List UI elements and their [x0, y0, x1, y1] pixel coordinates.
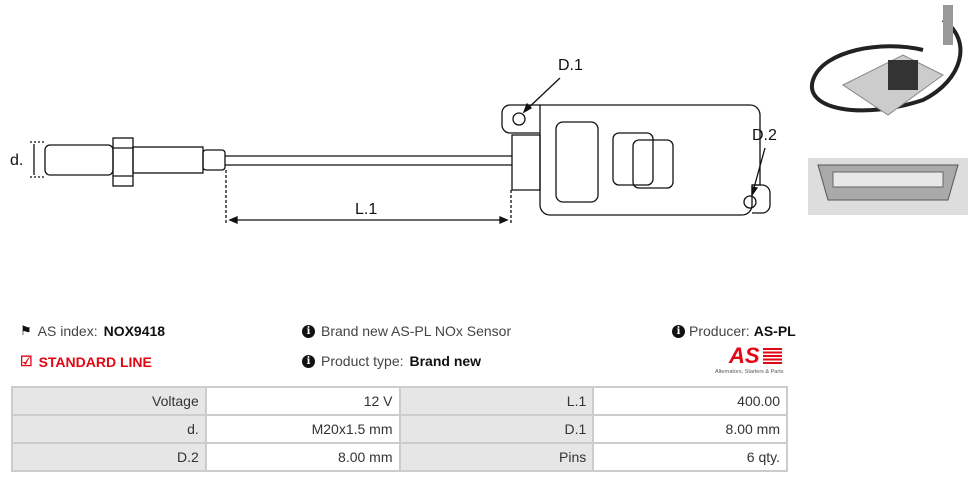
description: i Brand new AS-PL NOx Sensor [302, 323, 511, 339]
spec-key: Pins [398, 442, 595, 472]
spec-value: 8.00 mm [592, 414, 788, 444]
info-icon: i [672, 324, 685, 338]
standard-line-badge: ☑ STANDARD LINE [20, 353, 152, 370]
spec-value: 8.00 mm [204, 442, 401, 472]
label-l1: L.1 [355, 201, 377, 218]
logo-tagline: Alternators, Starters & Parts [715, 369, 784, 375]
product-type-value: Brand new [409, 353, 482, 369]
product-type-label: Product type: [321, 353, 404, 369]
tags-icon: ⚑ [20, 323, 32, 338]
line-label: STANDARD LINE [38, 353, 152, 370]
spec-key: D.2 [11, 442, 207, 472]
info-icon: i [302, 324, 315, 338]
producer-label: Producer: [689, 323, 750, 339]
info-icon: i [302, 354, 315, 368]
description-text: Brand new AS-PL NOx Sensor [321, 323, 512, 339]
spec-key: d. [11, 414, 207, 444]
spec-key: Voltage [11, 386, 207, 416]
spec-key: L.1 [398, 386, 595, 416]
as-index-label: AS index: [37, 323, 98, 339]
as-pl-logo: AS Alternators, Starters & Parts [715, 345, 790, 378]
producer-value: AS-PL [753, 323, 796, 339]
producer: i Producer: AS-PL [672, 323, 796, 339]
spec-value: M20x1.5 mm [204, 414, 401, 444]
label-d: d. [10, 152, 23, 169]
spec-value: 12 V [204, 386, 401, 416]
as-index-value: NOX9418 [103, 323, 166, 339]
spec-value: 400.00 [592, 386, 788, 416]
check-square-icon: ☑ [20, 353, 33, 369]
label-d2: D.2 [752, 127, 777, 144]
logo-text: AS [729, 343, 760, 368]
as-index: ⚑ AS index: NOX9418 [20, 323, 165, 339]
spec-value: 6 qty. [592, 442, 788, 472]
technical-drawing: d. L.1 D.1 D.2 [10, 57, 777, 224]
product-photo [808, 5, 968, 215]
spec-key: D.1 [398, 414, 595, 444]
product-type: i Product type: Brand new [302, 353, 481, 369]
label-d1: D.1 [558, 57, 583, 74]
